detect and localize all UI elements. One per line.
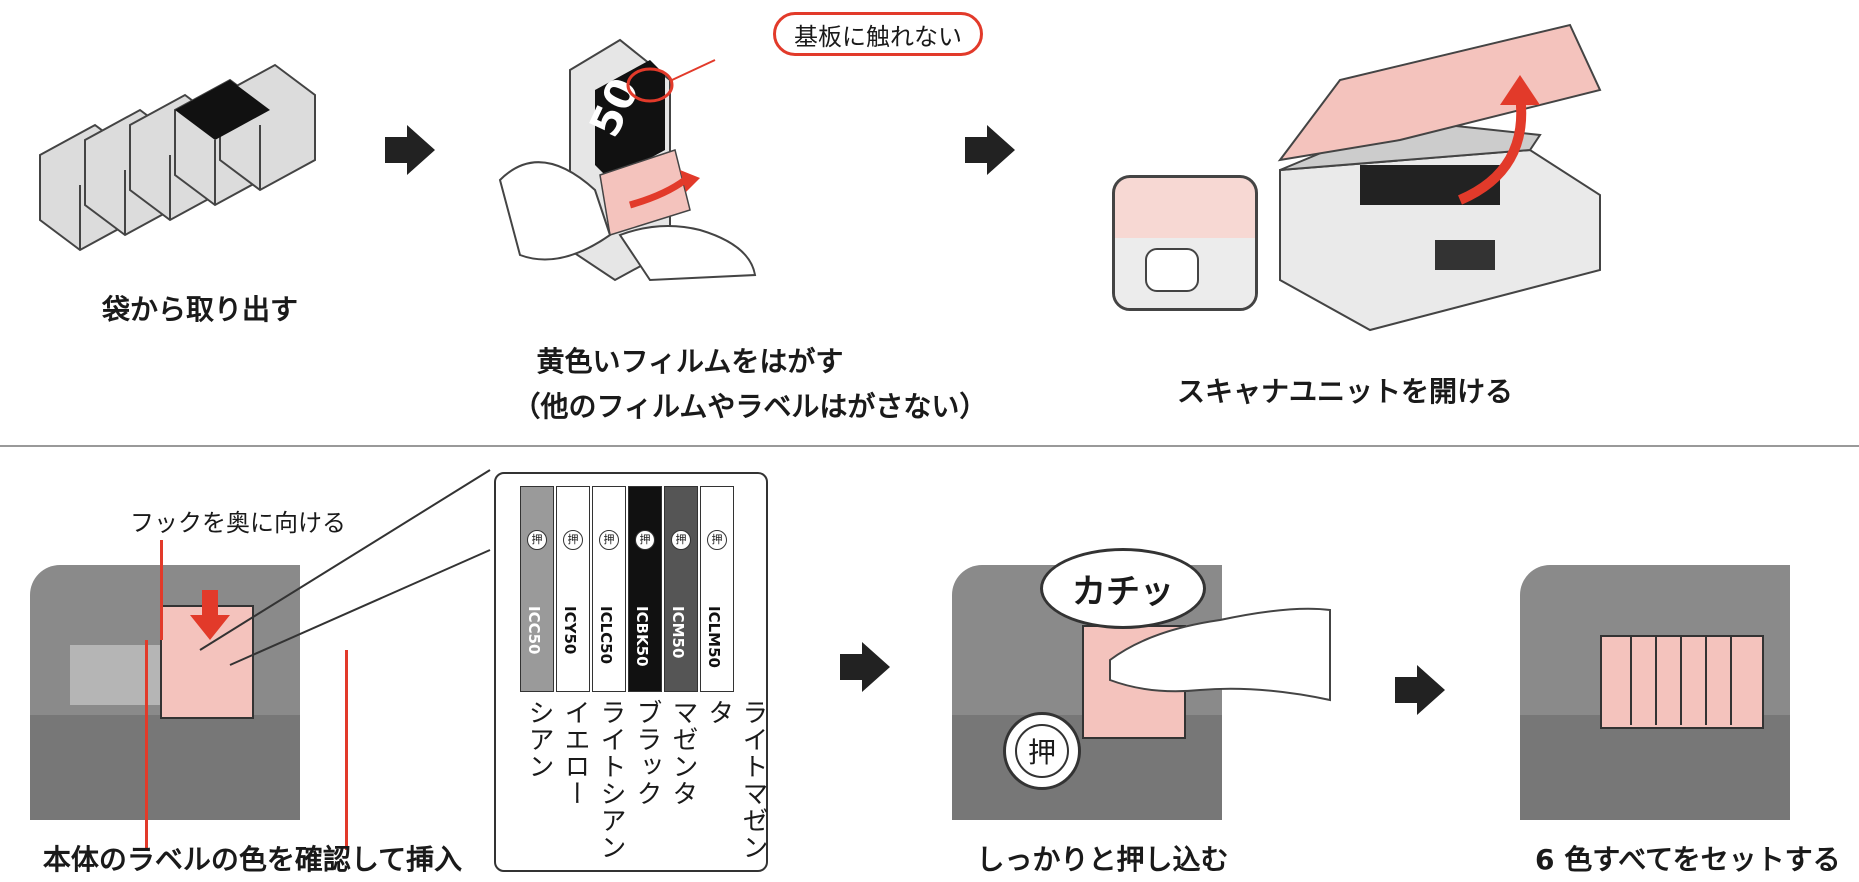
slot-color-bar	[556, 486, 590, 692]
label-slot: 押 ICY50	[556, 486, 590, 692]
color-name: ライトマゼンタ	[704, 699, 768, 861]
slot-code: ICM50	[669, 606, 687, 659]
step5-caption: しっかりと押し込む	[976, 843, 1229, 876]
sound-bubble: カチッ	[1040, 548, 1206, 629]
arrow-right-icon	[965, 125, 1015, 175]
step4-caption: 本体のラベルの色を確認して挿入	[42, 843, 463, 876]
cartridges-illustration	[39, 63, 316, 252]
push-circle-icon: 押	[1003, 712, 1081, 790]
color-name: ライトシアン	[596, 699, 626, 861]
label-slot: 押 ICLC50	[592, 486, 626, 692]
step2-caption-line2: （他のフィルムやラベルはがさない）	[512, 390, 988, 423]
slot-code: ICC50	[525, 606, 543, 655]
finger-illustration	[1109, 607, 1331, 702]
label-slot: 押 ICBK50	[628, 486, 662, 692]
push-icon: 押	[707, 530, 727, 550]
divider	[0, 445, 1859, 447]
inset-detail	[1112, 175, 1258, 311]
arrow-right-icon	[840, 642, 890, 692]
push-icon: 押	[599, 530, 619, 550]
color-name: シアン	[524, 699, 554, 780]
hook-note: フックを奥に向ける	[130, 509, 346, 537]
red-leader-line-2	[145, 640, 148, 850]
label-slot: 押 ICM50	[664, 486, 698, 692]
slot-color-bar	[700, 486, 734, 692]
color-name: ブラック	[632, 699, 662, 807]
red-leader-line-3	[345, 650, 348, 850]
step4-photo-frame	[30, 565, 300, 820]
step6-caption: 6 色すべてをセットする	[1535, 843, 1841, 876]
push-icon: 押	[563, 530, 583, 550]
push-icon: 押	[527, 530, 547, 550]
label-slot: 押 ICC50	[520, 486, 554, 692]
arrow-right-icon	[385, 125, 435, 175]
step1-caption: 袋から取り出す	[101, 293, 298, 326]
push-glyph: 押	[1027, 736, 1056, 769]
callout-text: 基板に触れない	[794, 22, 962, 51]
color-name: マゼンタ	[668, 699, 698, 807]
printer-open-illustration	[1277, 23, 1602, 332]
slot-color-bar	[520, 486, 554, 692]
step3-caption: スキャナユニットを開ける	[1176, 375, 1513, 408]
red-leader-line	[160, 540, 163, 640]
callout-bubble: 基板に触れない	[773, 12, 983, 56]
label-chart: 押 ICC50 押 ICY50 押 ICLC50 押 ICBK50 押 ICM5…	[494, 472, 768, 872]
push-icon: 押	[635, 530, 655, 550]
sound-text: カチッ	[1072, 572, 1174, 612]
color-name: イエロー	[560, 699, 590, 807]
slot-code: ICBK50	[633, 606, 651, 667]
push-icon: 押	[671, 530, 691, 550]
label-slot: 押 ICLM50	[700, 486, 734, 692]
slot-color-bar	[628, 486, 662, 692]
peel-film-illustration: 50	[498, 38, 757, 282]
insert-arrow-icon	[190, 590, 230, 640]
slot-code: ICY50	[561, 606, 579, 655]
slot-code: ICLC50	[597, 606, 615, 665]
zoom-lines	[199, 469, 491, 666]
slot-code: ICLM50	[705, 606, 723, 668]
slot-color-bar	[664, 486, 698, 692]
step2-caption-line1: 黄色いフィルムをはがす	[536, 345, 844, 378]
arrow-right-icon	[1395, 665, 1445, 715]
step6-photo-frame	[1520, 565, 1790, 820]
slot-color-bar	[592, 486, 626, 692]
